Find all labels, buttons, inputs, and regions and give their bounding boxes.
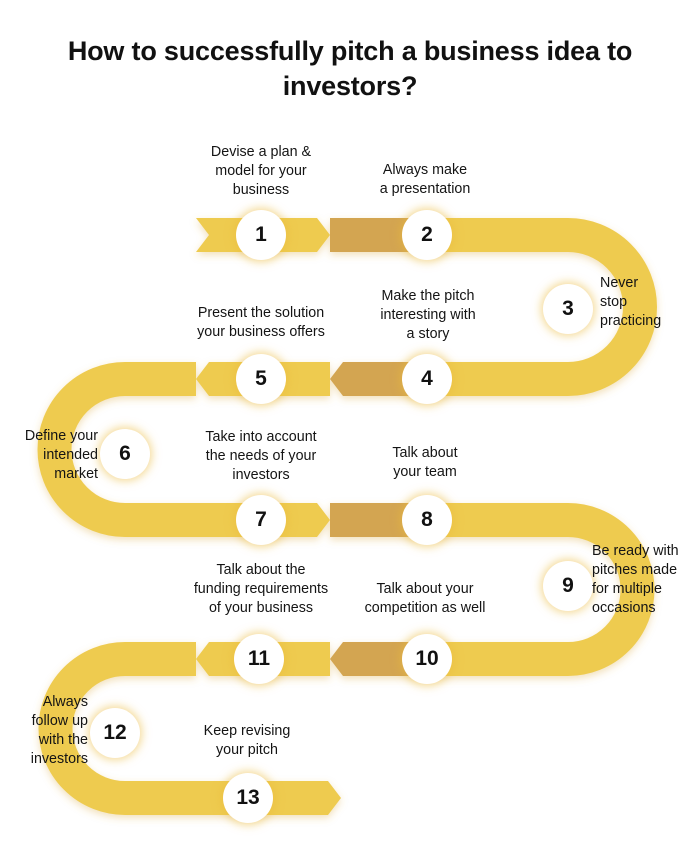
- step-badge-6[interactable]: 6: [100, 429, 150, 479]
- step-badge-11[interactable]: 11: [234, 634, 284, 684]
- step-label-10: Talk about your competition as well: [364, 581, 486, 616]
- step-badge-5[interactable]: 5: [236, 354, 286, 404]
- step-label-9: Be ready with pitches made for multiple …: [592, 543, 679, 616]
- step-badge-9[interactable]: 9: [543, 561, 593, 611]
- step-label-3: Never stop practicing: [600, 275, 662, 329]
- step-badge-2[interactable]: 2: [402, 210, 452, 260]
- step-label-5: Present the solution your business offer…: [197, 305, 325, 340]
- step-label-1: Devise a plan & model for your business: [210, 144, 312, 198]
- step-badge-10[interactable]: 10: [402, 634, 452, 684]
- step-label-7: Take into account the needs of your inve…: [205, 429, 317, 483]
- page-title: How to successfully pitch a business ide…: [67, 36, 633, 101]
- step-badge-4[interactable]: 4: [402, 354, 452, 404]
- step-badge-1[interactable]: 1: [236, 210, 286, 260]
- step-label-2: Always make a presentation: [379, 162, 471, 197]
- step-badge-12[interactable]: 12: [90, 708, 140, 758]
- step-label-13: Keep revising your pitch: [203, 723, 291, 758]
- step-label-12: Always follow up with the investors: [30, 694, 88, 767]
- step-badge-8[interactable]: 8: [402, 495, 452, 545]
- step-label-6: Define your intended market: [24, 428, 98, 482]
- step-label-11: Talk about the funding requirements of y…: [193, 562, 329, 616]
- step-badge-7[interactable]: 7: [236, 495, 286, 545]
- step-badge-13[interactable]: 13: [223, 773, 273, 823]
- step-label-4: Make the pitch interesting with a story: [380, 288, 476, 342]
- step-badge-3[interactable]: 3: [543, 284, 593, 334]
- step-label-8: Talk about your team: [392, 445, 458, 480]
